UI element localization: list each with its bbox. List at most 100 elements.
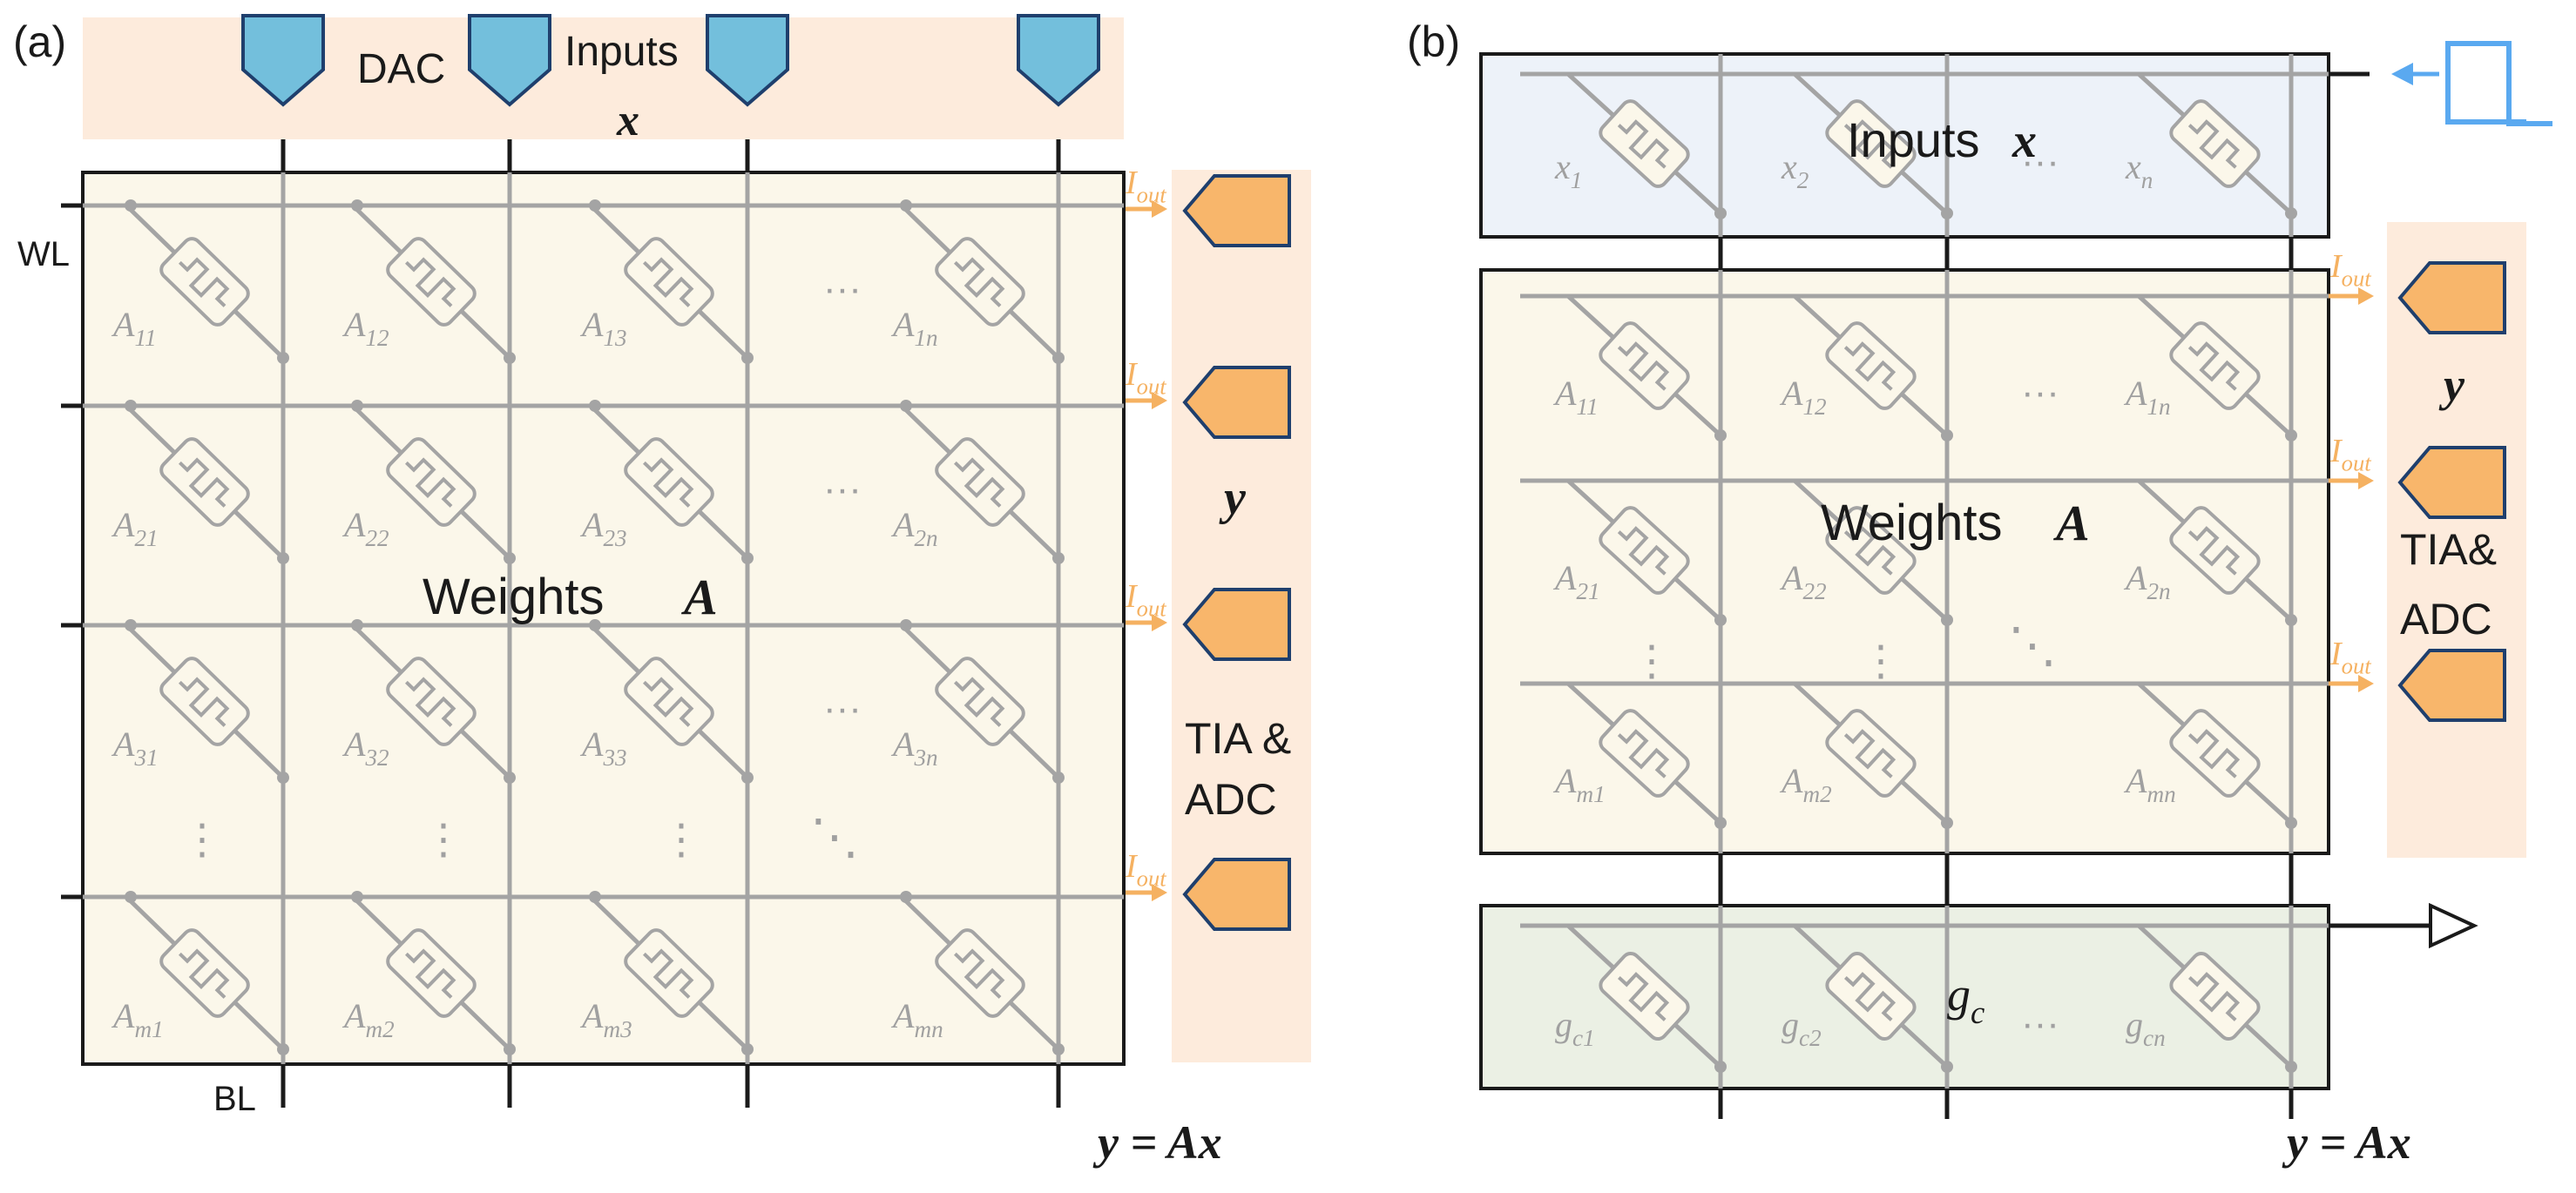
b-ellipsis-h: ··· xyxy=(2021,371,2059,414)
a-bl-label: BL xyxy=(213,1080,256,1118)
b-cell-label: Amn xyxy=(2123,761,2176,807)
a-cell-label: A22 xyxy=(341,505,389,551)
a-adc-icon xyxy=(1182,858,1291,931)
a-array-box xyxy=(81,171,1126,1066)
a-iout-arrow xyxy=(1126,614,1167,631)
b-memristor-cell xyxy=(2137,682,2297,829)
b-input-cell xyxy=(1566,72,1727,219)
b-input-cell xyxy=(2137,72,2297,219)
a-panel-tag: (a) xyxy=(13,17,66,66)
b-cell-label: A2n xyxy=(2123,558,2171,604)
a-memristor-cell xyxy=(900,204,1065,364)
a-memristor-cell xyxy=(589,404,754,564)
a-ellipsis-v: ⋮ xyxy=(660,817,702,863)
a-adc-icon xyxy=(1182,366,1291,439)
a-equation: y = Ax xyxy=(1092,1116,1222,1169)
a-cell-label: A1n xyxy=(890,305,938,351)
a-memristor-cell xyxy=(125,623,289,784)
b-iout-label: Iout xyxy=(2329,636,2371,679)
b-tia-label: TIA& xyxy=(2400,525,2497,574)
b-input-cell xyxy=(1793,72,1953,219)
a-iout-arrow xyxy=(1126,392,1167,409)
b-ellipsis-v: ⋮ xyxy=(1631,638,1673,684)
b-adc-icon xyxy=(2397,261,2506,334)
a-cell-label: A21 xyxy=(111,505,159,551)
b-iout-arrow xyxy=(2329,675,2374,692)
a-iout-label: Iout xyxy=(1125,578,1166,622)
a-dac-icon xyxy=(241,14,325,107)
a-ellipsis-h: ··· xyxy=(823,468,862,510)
a-adc-label: ADC xyxy=(1185,775,1277,824)
a-tia-label: TIA & xyxy=(1185,714,1291,763)
b-cell-label: A1n xyxy=(2123,374,2171,420)
b-reference-cell-label: gcn xyxy=(2126,1005,2166,1051)
b-iout-label: Iout xyxy=(2329,248,2371,292)
a-memristor-cell xyxy=(351,623,516,784)
a-ellipsis-v: ⋮ xyxy=(181,817,223,863)
b-ellipsis-h: ··· xyxy=(2021,140,2059,183)
b-cell-label: A22 xyxy=(1779,558,1827,604)
a-weights-label: Weights xyxy=(423,569,604,625)
a-memristor-cell xyxy=(900,895,1065,1055)
b-ellipsis-h: ··· xyxy=(2021,1002,2059,1045)
a-memristor-cell xyxy=(900,404,1065,564)
a-adc-icon xyxy=(1182,174,1291,247)
b-memristor-cell xyxy=(2137,479,2297,626)
b-reference-cell-label: gc1 xyxy=(1555,1005,1595,1051)
b-panel-tag: (b) xyxy=(1407,17,1460,66)
a-memristor-cell xyxy=(589,623,754,784)
a-cell-label: A32 xyxy=(341,725,389,771)
a-cell-label: A12 xyxy=(341,305,389,351)
b-iout-arrow xyxy=(2329,472,2374,489)
a-cell-label: A33 xyxy=(579,725,627,771)
a-cell-label: A13 xyxy=(579,305,627,351)
a-cell-label: A3n xyxy=(890,725,938,771)
a-dac-icon xyxy=(468,14,551,107)
a-cell-label: A31 xyxy=(111,725,159,771)
b-equation: y = Ax xyxy=(2282,1116,2411,1169)
a-memristor-cell xyxy=(589,895,754,1055)
b-inputs-symbol: x xyxy=(2011,114,2037,168)
a-memristor-cell xyxy=(125,895,289,1055)
a-memristor-cell xyxy=(351,204,516,364)
a-cell-label: Amn xyxy=(890,996,943,1042)
a-wl-label: WL xyxy=(17,235,70,273)
b-memristor-cell xyxy=(1566,682,1727,829)
b-output-symbol: y xyxy=(2438,359,2465,411)
a-memristor-cell xyxy=(900,623,1065,784)
a-cell-label: Am1 xyxy=(111,996,164,1042)
b-reference-cell-label: gc2 xyxy=(1782,1005,1822,1051)
b-memristor-cell xyxy=(1566,294,1727,441)
a-dac-label: DAC xyxy=(357,46,445,92)
a-iout-arrow xyxy=(1126,200,1167,218)
a-dac-icon xyxy=(706,14,789,107)
b-adc-icon xyxy=(2397,649,2506,722)
b-inputs-label: Inputs xyxy=(1847,112,1980,167)
b-cell-label: A11 xyxy=(1552,374,1599,420)
a-ellipsis-h: ··· xyxy=(823,687,862,730)
b-reference-cell xyxy=(1566,924,1727,1073)
b-cell-label: A12 xyxy=(1779,374,1827,420)
a-memristor-cell xyxy=(589,204,754,364)
a-adc-icon xyxy=(1182,588,1291,661)
a-iout-label: Iout xyxy=(1125,848,1166,892)
b-adc-label: ADC xyxy=(2400,595,2492,644)
a-memristor-cell xyxy=(351,404,516,564)
b-memristor-cell xyxy=(1566,479,1727,626)
b-memristor-cell xyxy=(2137,294,2297,441)
a-inputs-label: Inputs xyxy=(565,29,679,75)
a-ellipsis-v: ⋮ xyxy=(423,817,464,863)
b-reference-cell xyxy=(2137,924,2297,1073)
b-cell-label: Am2 xyxy=(1779,761,1832,807)
a-memristor-cell xyxy=(125,404,289,564)
a-cell-label: A11 xyxy=(111,305,157,351)
b-memristor-cell xyxy=(1793,294,1953,441)
a-cell-label: A2n xyxy=(890,505,938,551)
a-dac-icon xyxy=(1017,14,1100,107)
a-iout-label: Iout xyxy=(1125,165,1166,208)
a-memristor-cell xyxy=(351,895,516,1055)
b-reference-label: gc xyxy=(1947,968,1984,1030)
a-cell-label: Am3 xyxy=(579,996,632,1042)
